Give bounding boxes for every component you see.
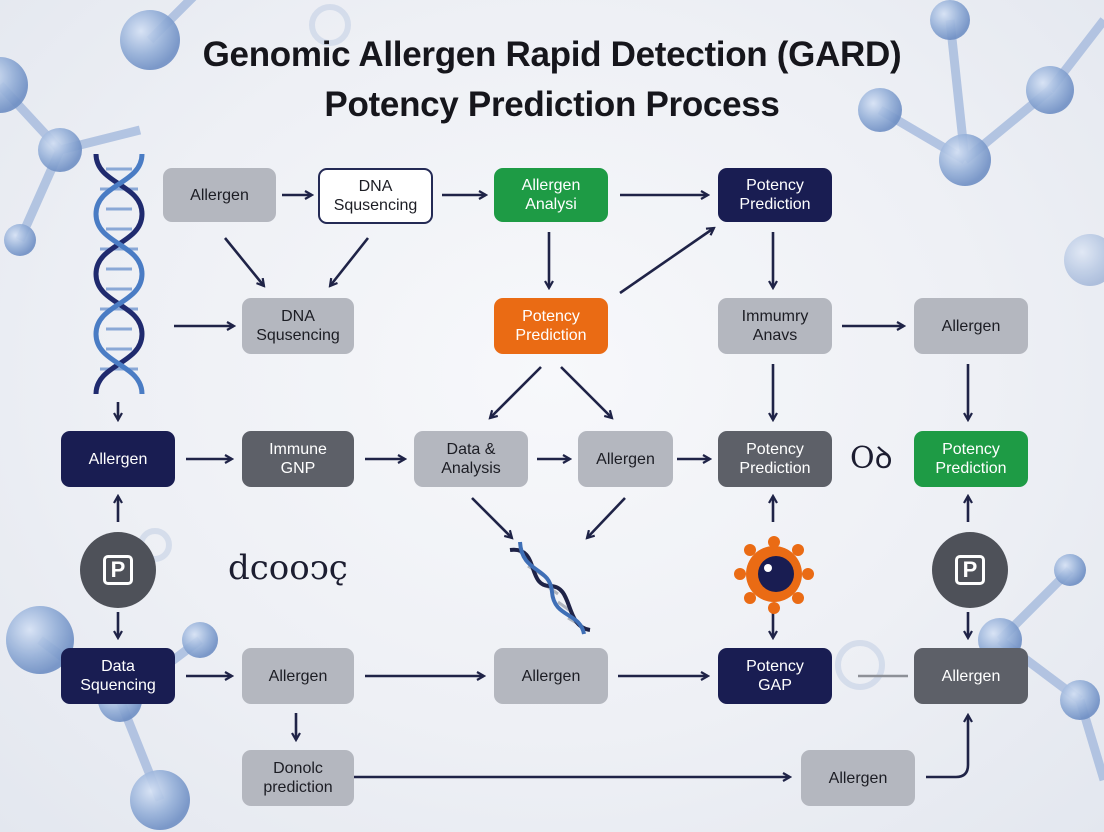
node-r3-potency-prediction: Potency Prediction: [718, 431, 832, 487]
node-r3-data-analysis: Data & Analysis: [414, 431, 528, 487]
node-r5-allergen-2: Allergen: [494, 648, 608, 704]
page-title: Genomic Allergen Rapid Detection (GARD) …: [0, 30, 1104, 130]
allergen-cell-icon: [734, 536, 814, 614]
node-r3-allergen: Allergen: [61, 431, 175, 487]
node-r2-dna-sequencing: DNA Squsencing: [242, 298, 354, 354]
node-r1-dna-sequencing: DNA Squsencing: [318, 168, 433, 224]
node-r1-allergen: Allergen: [163, 168, 276, 222]
node-r6-allergen: Allergen: [801, 750, 915, 806]
node-r3-immune-gnp: Immune GNP: [242, 431, 354, 487]
node-r2-allergen: Allergen: [914, 298, 1028, 354]
badge-p-right: P: [932, 532, 1008, 608]
symbol-mark: Oꝺ: [850, 441, 893, 476]
node-r2-potency-prediction: Potency Prediction: [494, 298, 608, 354]
node-r6-donolc-prediction: Donolc prediction: [242, 750, 354, 806]
node-r1-allergen-analysis: Allergen Analysi: [494, 168, 608, 222]
title-line-2: Potency Prediction Process: [324, 85, 780, 124]
node-r1-potency-prediction: Potency Prediction: [718, 168, 832, 222]
scribble-glyph: dcooↄc̨: [228, 548, 348, 588]
node-r3-allergen-2: Allergen: [578, 431, 673, 487]
node-r5-data-sequencing: Data Squencing: [61, 648, 175, 704]
node-r5-allergen-3: Allergen: [914, 648, 1028, 704]
node-r5-allergen: Allergen: [242, 648, 354, 704]
dna-helix-icon: [93, 154, 145, 394]
node-r5-potency-gap: Potency GAP: [718, 648, 832, 704]
parking-icon: P: [103, 555, 133, 585]
parking-icon: P: [955, 555, 985, 585]
node-r2-immunity-analysis: Immumry Anavs: [718, 298, 832, 354]
node-r3-potency-prediction-green: Potency Prediction: [914, 431, 1028, 487]
title-line-1: Genomic Allergen Rapid Detection (GARD): [202, 35, 902, 74]
badge-p-left: P: [80, 532, 156, 608]
dna-helix-icon: [509, 541, 591, 635]
